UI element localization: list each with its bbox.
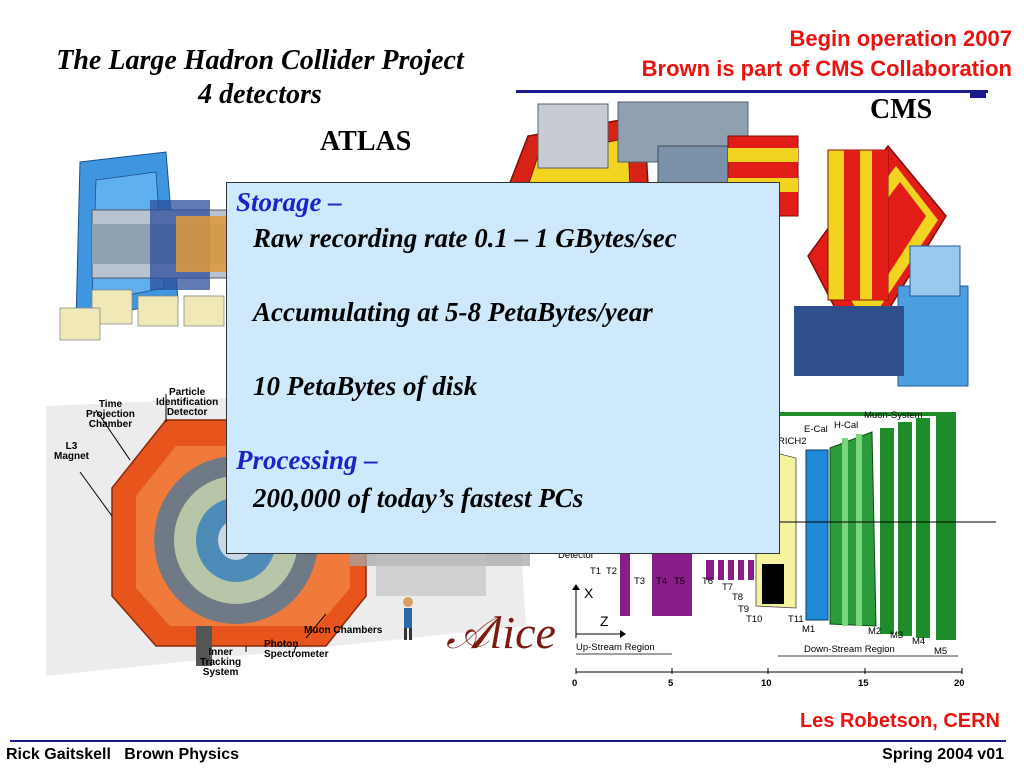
up-stream-label: Up-Stream Region xyxy=(576,642,655,653)
brown-cms-text: Brown is part of CMS Collaboration xyxy=(641,56,1012,81)
accumulating-rate: Accumulating at 5-8 PetaBytes/year xyxy=(253,297,653,327)
station-t6: T6 xyxy=(702,576,713,587)
muon-station-m1: M1 xyxy=(802,624,815,635)
muon-system-label: Muon-System xyxy=(864,410,923,421)
station-t4: T4 xyxy=(656,576,667,587)
tick-10: 10 xyxy=(761,678,772,689)
muon-station-m5: M5 xyxy=(934,646,947,657)
muon-station-m4: M4 xyxy=(912,636,925,647)
processing-pcs: 200,000 of today’s fastest PCs xyxy=(253,483,584,513)
muon-station-m3: M3 xyxy=(890,630,903,641)
down-stream-label: Down-Stream Region xyxy=(804,644,895,655)
tick-0: 0 xyxy=(572,678,577,689)
raw-recording-rate: Raw recording rate 0.1 – 1 GBytes/sec xyxy=(253,223,677,253)
header-rule xyxy=(516,90,988,93)
label-time-projection-chamber: Time Projection Chamber xyxy=(86,399,135,430)
station-t7: T7 xyxy=(722,582,733,593)
header-notes: Begin operation 2007 Brown is part of CM… xyxy=(642,24,1012,84)
alice-logo-rest: lice xyxy=(489,607,556,658)
slide-title: The Large Hadron Collider Project 4 dete… xyxy=(8,44,512,112)
rich2-label: RICH2 xyxy=(778,436,807,447)
disk-capacity: 10 PetaBytes of disk xyxy=(253,371,478,401)
atlas-label: ATLAS xyxy=(320,126,412,157)
station-t9: T9 xyxy=(738,604,749,615)
station-t8: T8 xyxy=(732,592,743,603)
credit-les-robetson: Les Robetson, CERN xyxy=(799,710,1000,732)
hcal-label: H-Cal xyxy=(834,420,858,431)
lhcb-schematic: m RICH2 E-Cal H-Cal Muon-System Detector… xyxy=(556,388,996,692)
begin-operation-text: Begin operation 2007 xyxy=(789,26,1012,51)
station-t2: T2 xyxy=(606,566,617,577)
x-axis-label: X xyxy=(584,585,594,601)
cms-label: CMS xyxy=(870,94,933,125)
z-axis-label: Z xyxy=(600,613,609,629)
author-dept: Brown Physics xyxy=(124,746,239,763)
detector-label: Detector xyxy=(558,550,594,561)
tick-15: 15 xyxy=(858,678,869,689)
slide-title-line2: 4 detectors xyxy=(198,79,322,110)
footer-date: Spring 2004 v01 xyxy=(882,746,1004,763)
storage-processing-box: Storage – Raw recording rate 0.1 – 1 GBy… xyxy=(226,182,780,554)
tick-5: 5 xyxy=(668,678,674,689)
label-photon-spectrometer: Photon Spectrometer xyxy=(264,639,329,660)
muon-station-m2: M2 xyxy=(868,626,881,637)
tick-20: 20 xyxy=(954,678,965,689)
label-particle-id-detector: Particle Identification Detector xyxy=(156,387,219,418)
footer-author: Rick Gaitskell Brown Physics xyxy=(6,746,239,764)
station-t1: T1 xyxy=(590,566,601,577)
author-name: Rick Gaitskell xyxy=(6,746,111,763)
ecal-label: E-Cal xyxy=(804,424,828,435)
storage-heading: Storage – xyxy=(236,187,342,217)
alice-logo: 𝒜lice xyxy=(446,607,556,658)
station-t10: T10 xyxy=(746,614,762,625)
station-t3: T3 xyxy=(634,576,645,587)
label-inner-tracking-system: Inner Tracking System xyxy=(200,647,242,678)
footer-rule xyxy=(10,740,1006,742)
header-rule-tab xyxy=(970,90,986,98)
label-l3-magnet: L3 Magnet xyxy=(54,441,89,462)
station-t11: T11 xyxy=(788,614,804,625)
slide-title-line1: The Large Hadron Collider Project xyxy=(56,45,464,76)
label-muon-chambers: Muon Chambers xyxy=(304,625,383,636)
processing-heading: Processing – xyxy=(236,445,378,475)
station-t5: T5 xyxy=(674,576,685,587)
